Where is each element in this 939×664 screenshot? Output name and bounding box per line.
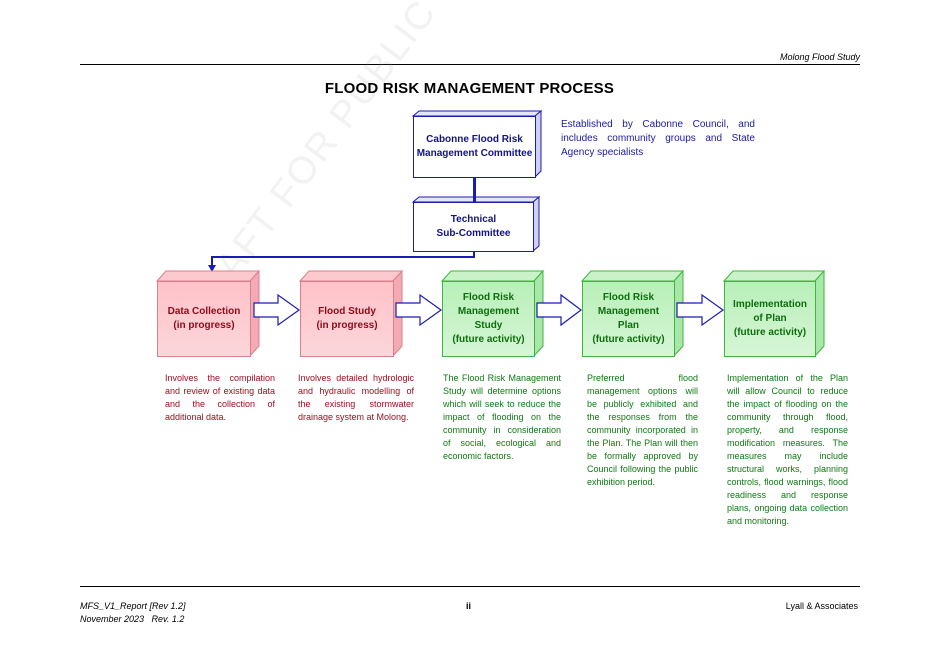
subcommittee-line-2: Sub-Committee	[436, 228, 511, 239]
stage-4-line-3: Plan	[617, 320, 640, 331]
header-rule	[80, 64, 860, 65]
stage-2-line-2: (in progress)	[316, 320, 378, 331]
footer-rule	[80, 586, 860, 587]
committee-box: Cabonne Flood Risk Management Committee	[413, 116, 536, 178]
subcommittee-connector	[211, 251, 475, 266]
connector-arrowhead	[208, 265, 216, 272]
footer-date: November 2023 Rev. 1.2	[80, 614, 185, 624]
flow-arrow-2	[395, 293, 443, 327]
stage-data-collection-description: Involves the compilation and review of e…	[165, 373, 275, 422]
stage-1-box-top	[155, 270, 261, 282]
stage-risk-plan-box: Flood Risk Management Plan (future activ…	[582, 281, 675, 357]
stage-4-line-2: Management	[597, 306, 660, 317]
footer-page-number: ii	[466, 601, 472, 611]
stage-5-box-top	[722, 270, 826, 282]
flow-arrow-4	[676, 293, 725, 327]
stage-3-line-2: Management	[457, 306, 520, 317]
stage-risk-study-box: Flood Risk Management Study (future acti…	[442, 281, 535, 357]
committee-line-2: Management Committee	[416, 148, 533, 159]
stage-3-box-top	[440, 270, 545, 282]
stage-4-line-1: Flood Risk	[602, 292, 655, 303]
stage-2-line-1: Flood Study	[318, 306, 376, 317]
stage-3-line-4: (future activity)	[452, 334, 525, 345]
stage-1-line-1: Data Collection	[167, 306, 241, 317]
stage-risk-plan-description: Preferred flood management options will …	[587, 373, 698, 487]
stage-4-line-4: (future activity)	[592, 334, 665, 345]
stage-5-line-1: Implementation	[733, 299, 807, 310]
flow-arrow-3	[536, 293, 582, 327]
committee-note: Established by Cabonne Council, and incl…	[561, 119, 755, 158]
committee-line-1: Cabonne Flood Risk	[426, 134, 523, 145]
stage-implementation-box: Implementation of Plan (future activity)	[724, 281, 816, 357]
stage-risk-study-description: The Flood Risk Management Study will det…	[443, 373, 561, 461]
stage-flood-study-box: Flood Study (in progress)	[300, 281, 394, 357]
stage-3-line-3: Study	[474, 320, 503, 331]
footer-report-name: MFS_V1_Report [Rev 1.2]	[80, 601, 186, 611]
stage-3-line-1: Flood Risk	[462, 292, 515, 303]
subcommittee-box: Technical Sub-Committee	[413, 202, 534, 252]
stage-5-line-3: (future activity)	[733, 327, 807, 338]
stage-5-line-2: of Plan	[753, 313, 787, 324]
stage-flood-study-description: Involves detailed hydrologic and hydraul…	[298, 373, 414, 422]
stage-2-box-top	[298, 270, 404, 282]
stage-1-line-2: (in progress)	[173, 320, 235, 331]
stage-data-collection-box: Data Collection (in progress)	[157, 281, 251, 357]
subcommittee-line-1: Technical	[450, 214, 497, 225]
committee-connector	[473, 177, 476, 202]
header-document-title: Molong Flood Study	[779, 52, 860, 62]
footer-company: Lyall & Associates	[785, 601, 858, 611]
stage-4-box-top	[580, 270, 685, 282]
diagram-title: FLOOD RISK MANAGEMENT PROCESS	[324, 80, 615, 97]
flow-arrow-1	[253, 293, 301, 327]
stage-5-box-side	[814, 269, 825, 358]
stage-implementation-description: Implementation of the Plan will allow Co…	[727, 373, 848, 526]
